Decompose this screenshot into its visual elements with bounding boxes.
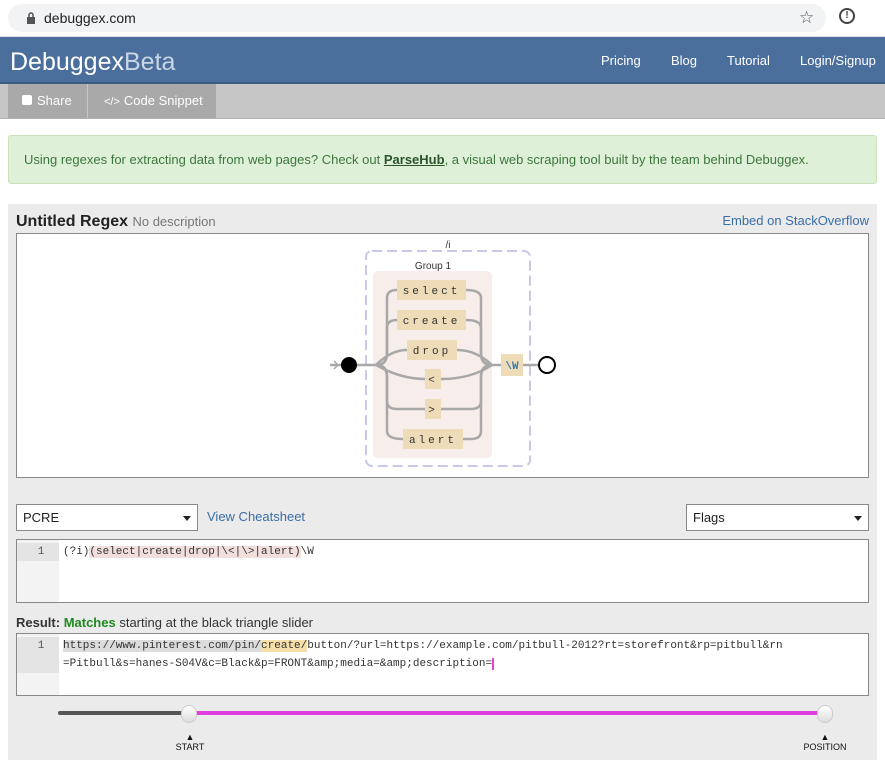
post-match: button/?url=https://example.com/pitbull-… <box>307 640 783 652</box>
result-label: Result: Matches starting at the black tr… <box>16 615 313 630</box>
regex-editor[interactable]: 1 (?i)(select|create|drop|\<|\>|alert)\W <box>16 539 869 603</box>
regex-flag: (?i) <box>63 546 90 558</box>
group-label: Group 1 <box>415 261 452 272</box>
flags-select[interactable]: Flags <box>686 504 869 531</box>
node-W-label: \W <box>505 361 519 373</box>
regex-description[interactable]: No description <box>132 214 216 229</box>
test-line-1: https://www.pinterest.com/pin/create/but… <box>63 637 783 655</box>
slider-track-match <box>190 711 825 715</box>
test-line-2: =Pitbull&s=hanes-S04V&c=Black&p=FRONT&am… <box>63 655 495 673</box>
regex-suffix: \W <box>300 546 314 558</box>
test-string-editor[interactable]: 1 https://www.pinterest.com/pin/create/b… <box>16 633 869 696</box>
alt-node <box>407 340 457 360</box>
alt-node <box>425 399 441 419</box>
flag-label: /i <box>446 240 451 251</box>
regex-code[interactable]: (?i)(select|create|drop|\<|\>|alert)\W <box>63 543 314 561</box>
star-icon[interactable]: ☆ <box>799 8 815 27</box>
alt-node-label: create <box>403 316 461 328</box>
railroad-diagram: /i Group 1 select create drop < > alert \W <box>16 233 869 478</box>
start-node <box>341 357 357 373</box>
start-label: ▲START <box>175 732 205 752</box>
share-button[interactable]: Share <box>8 84 87 118</box>
result-hint: starting at the black triangle slider <box>119 615 313 630</box>
line-wrap <box>17 655 59 673</box>
position-text: POSITION <box>803 742 847 752</box>
title-text: Untitled Regex <box>16 213 129 230</box>
nav-pricing[interactable]: Pricing <box>601 53 641 68</box>
alert-text: Using regexes for extracting data from w… <box>24 152 384 167</box>
lock-icon <box>26 11 36 24</box>
regex-group: (select|create|drop|\<|\>|alert) <box>89 546 301 558</box>
extension-icon[interactable]: ! <box>839 8 855 24</box>
flags-value: Flags <box>693 510 725 525</box>
start-text: START <box>175 742 205 752</box>
flavor-value: PCRE <box>23 510 60 525</box>
post-match-wrap: =Pitbull&s=hanes-S04V&c=Black&p=FRONT&am… <box>63 658 493 670</box>
position-label: ▲POSITION <box>803 732 847 752</box>
line-number: 1 <box>17 543 59 561</box>
chevron-down-icon <box>183 516 191 521</box>
end-node <box>538 356 556 374</box>
alt-node-label: select <box>403 286 461 298</box>
flavor-select[interactable]: PCRE <box>16 504 198 531</box>
nav-tutorial[interactable]: Tutorial <box>727 53 770 68</box>
alt-node <box>397 280 466 300</box>
code-icon: </> <box>104 96 120 108</box>
alt-node-label: alert <box>409 435 457 447</box>
pre-match: https://www.pinterest.com/pin/ <box>63 640 262 652</box>
logo[interactable]: DebuggexBeta <box>10 48 175 77</box>
share-label: Share <box>37 93 72 108</box>
match-status: Matches <box>63 615 116 630</box>
position-slider-handle[interactable] <box>817 705 833 723</box>
alt-node <box>425 369 441 389</box>
alt-node-label: < <box>428 375 438 387</box>
flag-box <box>365 250 531 467</box>
nav-blog[interactable]: Blog <box>671 53 698 68</box>
code-snippet-label: Code Snippet <box>123 93 203 108</box>
url-text[interactable]: debuggex.com <box>44 10 136 26</box>
alt-node-label: > <box>428 405 438 417</box>
line-number: 1 <box>17 637 59 655</box>
chevron-down-icon <box>854 516 862 521</box>
logo-beta: Beta <box>123 48 176 76</box>
parsehub-link[interactable]: ParseHub <box>383 152 445 167</box>
site-header <box>0 37 885 84</box>
alert-text-end: , a visual web scraping tool built by th… <box>444 152 809 167</box>
result-heading: Result: <box>16 615 61 630</box>
alt-node <box>403 429 463 449</box>
alt-node-label: drop <box>413 346 451 358</box>
node-W <box>501 354 523 376</box>
cursor <box>492 658 495 670</box>
match-text: create/ <box>261 640 308 652</box>
address-field[interactable] <box>8 4 826 32</box>
embed-link[interactable]: Embed on StackOverflow <box>722 213 869 228</box>
code-snippet-button[interactable]: </>Code Snippet <box>88 84 216 118</box>
slider-track-before <box>58 711 190 715</box>
share-icon <box>22 95 32 105</box>
cheatsheet-link[interactable]: View Cheatsheet <box>207 509 306 524</box>
promo-alert: Using regexes for extracting data from w… <box>8 135 877 184</box>
logo-main: Debuggex <box>10 48 124 76</box>
nav-login[interactable]: Login/Signup <box>800 53 876 68</box>
alt-node <box>397 310 466 330</box>
regex-title[interactable]: Untitled Regex No description <box>16 213 216 231</box>
start-slider-handle[interactable] <box>181 705 197 723</box>
